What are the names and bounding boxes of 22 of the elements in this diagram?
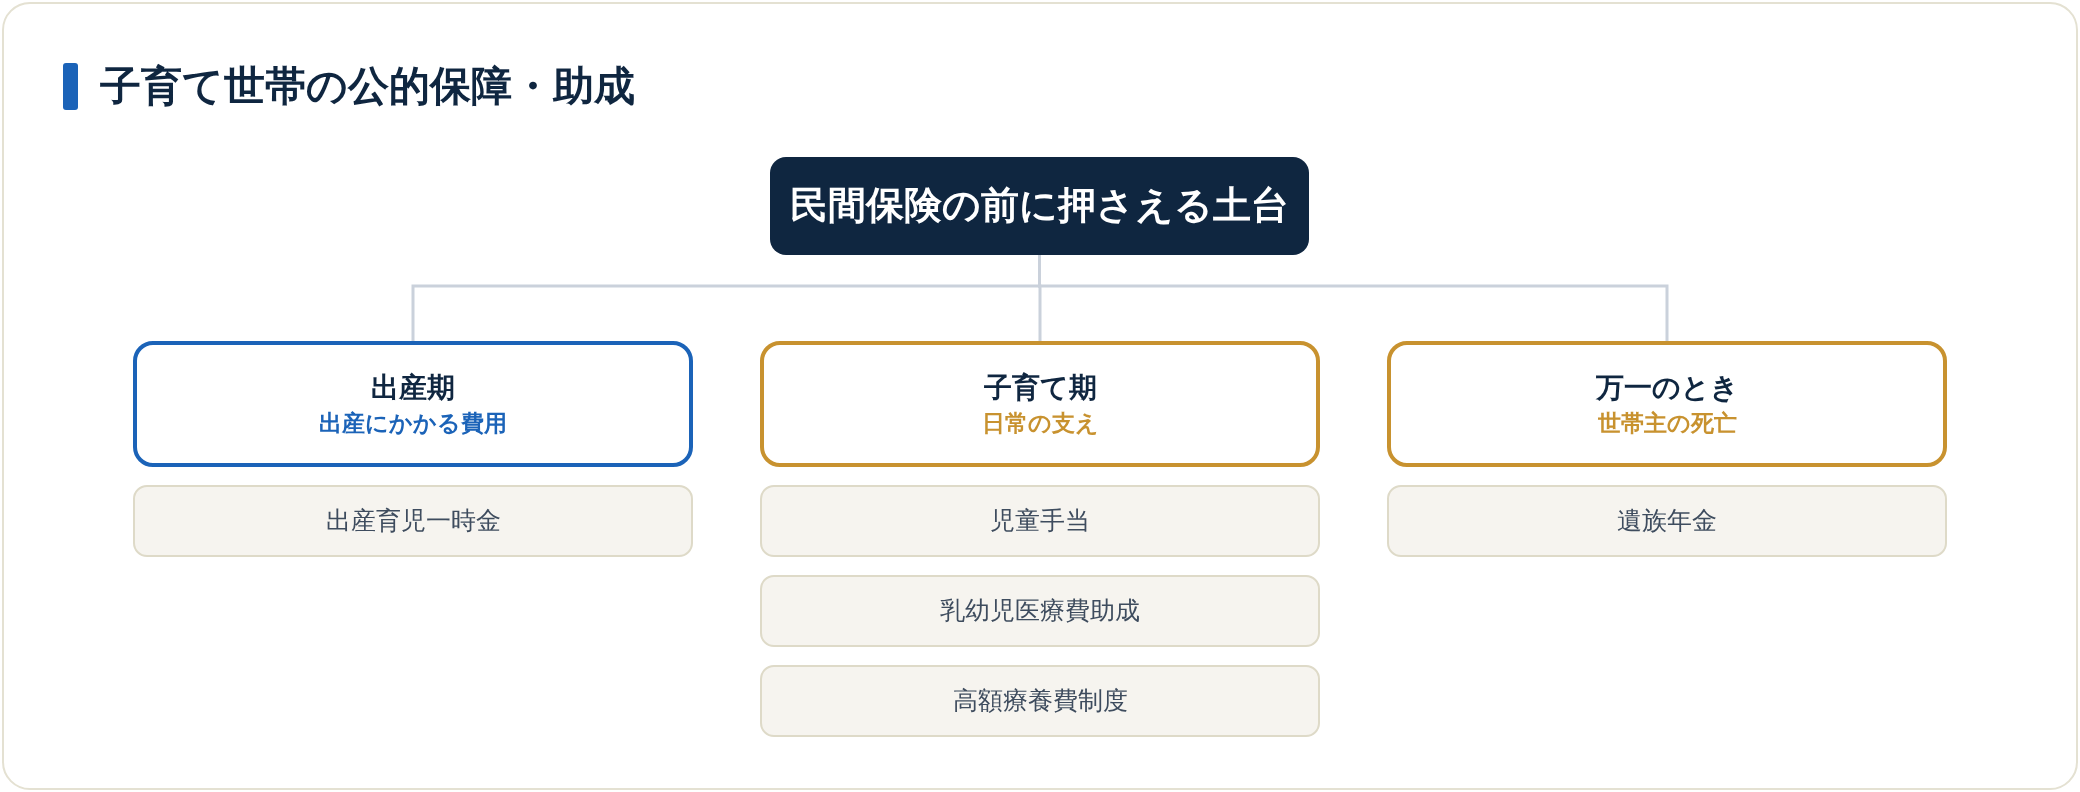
phase-subtitle: 日常の支え: [981, 409, 1099, 438]
benefit-box: [133, 485, 693, 557]
phase-heading: 万一のとき: [1595, 370, 1739, 406]
benefit-label: 遺族年金: [1617, 506, 1717, 536]
benefit-label: 出産育児一時金: [325, 506, 501, 536]
benefit-box: [1387, 485, 1947, 557]
phase-subtitle: 出産にかかる費用: [319, 409, 507, 438]
phase-card: [1387, 341, 1947, 467]
phase-subtitle: 世帯主の死亡: [1597, 409, 1737, 438]
diagram-title: 子育て世帯の公的保障・助成: [100, 62, 635, 112]
benefit-label: 乳幼児医療費助成: [940, 596, 1140, 626]
benefit-box: [760, 485, 1320, 557]
benefit-box: [760, 665, 1320, 737]
root-label: 民間保険の前に押さえる土台: [790, 183, 1289, 229]
root-box: [770, 157, 1309, 255]
benefit-label: 児童手当: [990, 506, 1090, 536]
phase-heading: 子育て期: [983, 370, 1097, 406]
benefit-box: [760, 575, 1320, 647]
phase-card: [760, 341, 1320, 467]
benefit-label: 高額療養費制度: [952, 686, 1128, 716]
phase-card: [133, 341, 693, 467]
phase-heading: 出産期: [371, 370, 455, 406]
